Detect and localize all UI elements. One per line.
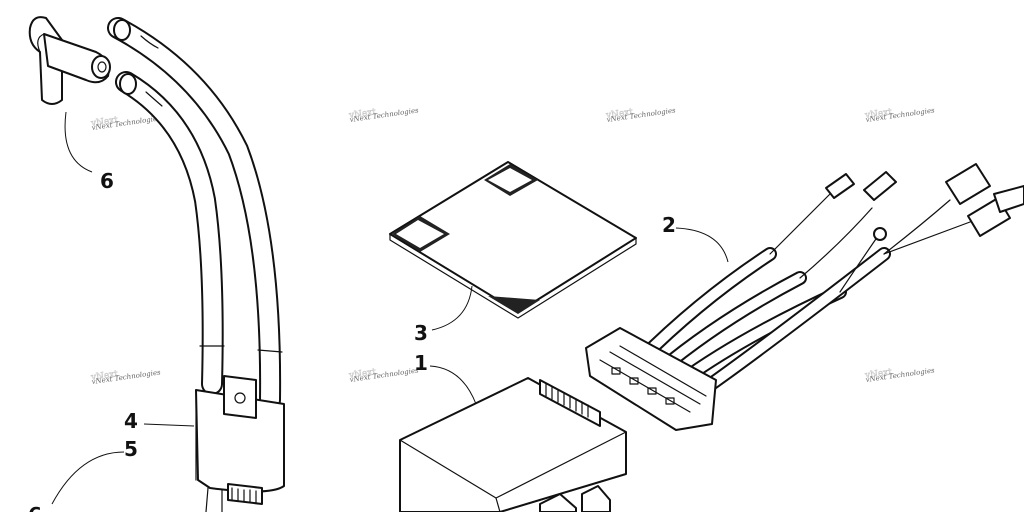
svg-text:vNext: vNext	[347, 107, 376, 121]
callout-5: 5	[124, 437, 138, 461]
pad-part	[389, 161, 637, 319]
ignition-leads	[107, 17, 283, 411]
watermark-6: vNext vNext Technologies	[347, 366, 419, 384]
wiring-harness	[585, 163, 1024, 431]
svg-text:vNext: vNext	[347, 367, 376, 381]
watermark-2: vNext vNext Technologies	[347, 106, 419, 124]
svg-text:vNext: vNext	[604, 107, 633, 121]
watermark-5: vNext vNext Technologies	[89, 368, 161, 386]
watermark-3: vNext vNext Technologies	[604, 106, 676, 124]
callout-labels: 6 3 1 2 4 5 6	[28, 169, 676, 512]
leader-lines	[51, 111, 729, 505]
callout-2: 2	[662, 213, 676, 237]
svg-text:vNext: vNext	[863, 107, 892, 121]
control-module	[399, 377, 627, 512]
callout-6-bottom: 6	[28, 503, 42, 512]
callout-6-top: 6	[100, 169, 114, 193]
ignition-coil	[195, 375, 285, 512]
watermark-8: vNext vNext Technologies	[863, 366, 935, 384]
watermark-4: vNext vNext Technologies	[863, 106, 935, 124]
svg-text:vNext: vNext	[863, 367, 892, 381]
callout-3: 3	[414, 321, 428, 345]
callout-1: 1	[414, 351, 428, 375]
callout-4: 4	[124, 409, 138, 433]
spark-plug-cap	[28, 16, 111, 105]
svg-text:vNext: vNext	[89, 115, 118, 129]
svg-text:vNext: vNext	[89, 369, 118, 383]
